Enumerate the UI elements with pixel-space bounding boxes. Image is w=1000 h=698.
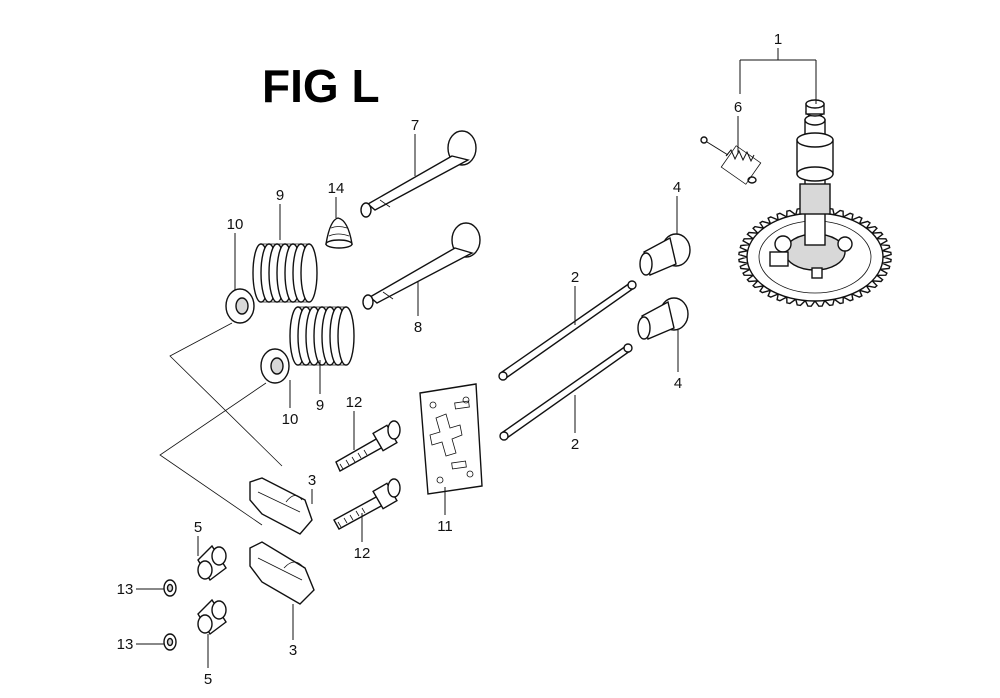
tappet-lower: [637, 297, 689, 340]
callout-9-upper: 9: [276, 187, 284, 204]
callout-7: 7: [411, 117, 419, 134]
leader-lines: [136, 48, 817, 668]
callout-labels: 1 6 7 14 9 10 4 2 8 9 10 4 12 2 3 11 12 …: [117, 31, 783, 688]
callout-12-lower: 12: [354, 545, 371, 562]
stem-seal-part: [325, 217, 353, 249]
figure-title: FIG L: [262, 60, 380, 112]
valve-spring-upper: [252, 243, 318, 303]
callout-12-upper: 12: [346, 394, 363, 411]
callout-10-lower: 10: [282, 411, 299, 428]
callout-2-lower: 2: [571, 436, 579, 453]
camshaft-gear-part: [738, 99, 892, 307]
valve-lower-part: [362, 222, 481, 310]
spring-coil: [300, 243, 318, 303]
push-rod-lower: [499, 343, 633, 441]
pivot-lower: [197, 598, 227, 636]
valve-spring-lower: [289, 306, 355, 366]
callout-9-lower: 9: [316, 397, 324, 414]
assembly-lines: [159, 322, 283, 526]
callout-13-upper: 13: [117, 581, 134, 598]
callout-10-upper: 10: [227, 216, 244, 233]
callout-8: 8: [414, 319, 422, 336]
callout-3-lower: 3: [289, 642, 297, 659]
spring-coil: [337, 306, 355, 366]
callout-1: 1: [774, 31, 782, 48]
rocker-arm-lower: [249, 541, 315, 605]
nut-lower: [163, 633, 177, 651]
callout-6: 6: [734, 99, 742, 116]
spring-retainer-lower: [260, 348, 290, 384]
decompressor-spring-part: [700, 136, 762, 185]
callout-4-upper: 4: [673, 179, 681, 196]
pivot-upper: [197, 544, 227, 582]
callout-2-upper: 2: [571, 269, 579, 286]
push-rod-upper: [498, 280, 637, 381]
callout-11: 11: [437, 518, 453, 535]
spring-retainer-upper: [225, 288, 255, 324]
bolt-lower: [333, 478, 401, 530]
bolt-upper: [335, 420, 401, 472]
tappet-upper: [639, 233, 691, 276]
valve-upper-part: [360, 130, 477, 218]
callout-3-upper: 3: [308, 472, 316, 489]
callout-5-lower: 5: [204, 671, 212, 688]
rocker-arm-upper: [249, 477, 313, 535]
callout-14: 14: [328, 180, 345, 197]
callout-13-lower: 13: [117, 636, 134, 653]
callout-4-lower: 4: [674, 375, 682, 392]
nut-upper: [163, 579, 177, 597]
guide-plate-part: [419, 383, 483, 495]
callout-5-upper: 5: [194, 519, 202, 536]
